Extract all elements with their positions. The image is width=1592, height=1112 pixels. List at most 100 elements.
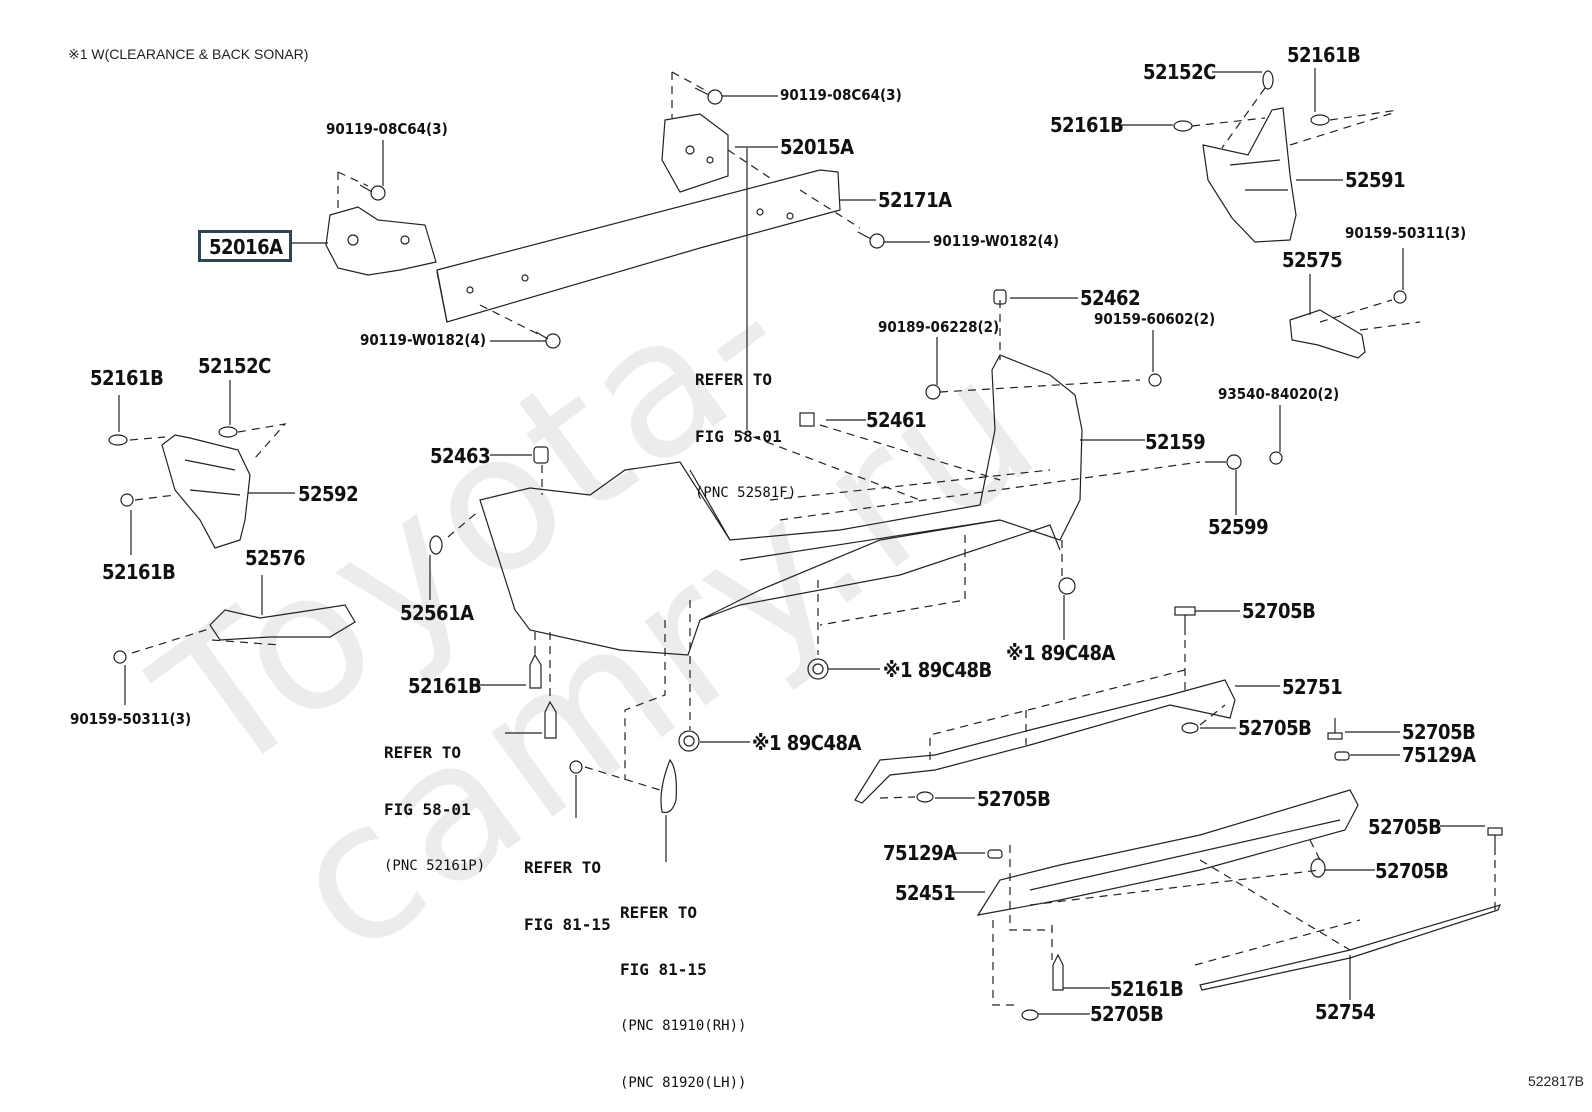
part-label-52705B[interactable]: 52705B: [1242, 599, 1316, 623]
part-label-52575[interactable]: 52575: [1282, 248, 1343, 272]
screw-icon: [1148, 373, 1162, 387]
sensor-icon: [678, 730, 700, 752]
part-label-52161B[interactable]: 52161B: [102, 560, 176, 584]
part-label-89C48A[interactable]: ※1 89C48A: [1006, 641, 1115, 665]
assembly-guide-lines: [1319, 299, 1421, 331]
part-label-52461[interactable]: 52461: [866, 408, 927, 432]
part-label-52591[interactable]: 52591: [1345, 168, 1406, 192]
leader-lines: [287, 95, 930, 342]
reference-fig-58-01-52161P[interactable]: REFER TO FIG 58-01 (PNC 52161P): [384, 705, 485, 895]
bolt-icon: [857, 231, 885, 249]
bumper-cover-52159[interactable]: [479, 354, 1083, 656]
upper-garnish-52451[interactable]: [976, 789, 1359, 916]
reference-pnc: (PNC 81920(LH)): [620, 1075, 747, 1091]
part-label-93540-84020[interactable]: 93540-84020(2): [1218, 385, 1340, 403]
bracket-52575[interactable]: [1289, 309, 1366, 359]
clip-icon: [544, 700, 557, 739]
part-label-52561A[interactable]: 52561A: [400, 601, 474, 625]
leader-lines: [950, 825, 1485, 1015]
clip-icon: [1173, 120, 1193, 132]
part-label-52161B[interactable]: 52161B: [1110, 977, 1184, 1001]
fastener-icon: [1205, 454, 1242, 470]
part-label-52159[interactable]: 52159: [1145, 430, 1206, 454]
screw-icon: [1269, 451, 1283, 465]
assembly-guide-lines: [1191, 87, 1399, 149]
part-label-90159-50311[interactable]: 90159-50311(3): [70, 710, 192, 728]
part-label-52152C[interactable]: 52152C: [1143, 60, 1216, 84]
reference-line: REFER TO: [620, 903, 698, 922]
leader-lines: [1120, 68, 1343, 181]
part-label-52161B[interactable]: 52161B: [1050, 113, 1124, 137]
clip-icon: [1052, 953, 1064, 991]
leader-lines: [935, 610, 1400, 799]
part-label-90119-08C64[interactable]: 90119-08C64(3): [326, 120, 448, 138]
bracket-52016A[interactable]: [325, 206, 437, 276]
part-label-90159-50311[interactable]: 90159-50311(3): [1345, 224, 1467, 242]
bolt-icon: [1393, 290, 1407, 304]
reference-pnc: (PNC 81910(RH)): [620, 1018, 747, 1034]
reference-fig-58-01-52581F[interactable]: REFER TO FIG 58-01 (PNC 52581F): [695, 332, 796, 522]
part-label-52463[interactable]: 52463: [430, 444, 491, 468]
clip-icon: [1327, 718, 1343, 740]
cap-icon: [533, 446, 549, 464]
part-label-52152C[interactable]: 52152C: [198, 354, 271, 378]
part-label-52592[interactable]: 52592: [298, 482, 359, 506]
bracket-52576[interactable]: [209, 604, 356, 641]
part-label-52462[interactable]: 52462: [1080, 286, 1141, 310]
lower-garnish-52751[interactable]: [854, 679, 1236, 804]
part-label-75129A[interactable]: 75129A: [1402, 743, 1476, 767]
reference-line: FIG 81-15: [524, 915, 611, 934]
bolt-icon: [359, 184, 386, 201]
part-label-52599[interactable]: 52599: [1208, 515, 1269, 539]
reference-line: FIG 81-15: [620, 960, 707, 979]
reference-line: FIG 58-01: [384, 800, 471, 819]
bumper-reinforcement-52171A[interactable]: [436, 169, 841, 323]
part-label-52576[interactable]: 52576: [245, 546, 306, 570]
reference-fig-81-15-reflector[interactable]: REFER TO FIG 81-15 (PNC 81910(RH)) (PNC …: [620, 865, 746, 1112]
part-label-75129A[interactable]: 75129A: [883, 841, 957, 865]
part-label-90119-W0182[interactable]: 90119-W0182(4): [360, 331, 487, 349]
part-label-52754[interactable]: 52754: [1315, 1000, 1376, 1024]
part-label-52705B[interactable]: 52705B: [1090, 1002, 1164, 1026]
part-label-90159-60602[interactable]: 90159-60602(2): [1094, 310, 1216, 328]
bolt-icon: [113, 650, 127, 664]
part-label-90189-06228[interactable]: 90189-06228(2): [878, 318, 1000, 336]
part-label-52705B[interactable]: 52705B: [1368, 815, 1442, 839]
part-label-52705B[interactable]: 52705B: [1238, 716, 1312, 740]
part-label-52751[interactable]: 52751: [1282, 675, 1343, 699]
part-label-90119-W0182[interactable]: 90119-W0182(4): [933, 232, 1060, 250]
lower-trim-strip: [699, 524, 1061, 621]
reference-line: REFER TO: [695, 370, 773, 389]
part-label-52161B[interactable]: 52161B: [90, 366, 164, 390]
part-label-52705B[interactable]: 52705B: [1402, 720, 1476, 744]
part-label-52705B[interactable]: 52705B: [1375, 859, 1449, 883]
assembly-guide-lines: [992, 839, 1496, 1006]
part-label-52705B[interactable]: 52705B: [977, 787, 1051, 811]
clip-icon: [925, 384, 941, 400]
leader-lines: [118, 380, 295, 555]
part-label-89C48B[interactable]: ※1 89C48B: [883, 658, 992, 682]
part-label-52161B[interactable]: 52161B: [1287, 43, 1361, 67]
clip-icon: [1181, 722, 1199, 734]
pad-icon: [799, 412, 815, 427]
reference-pnc: (PNC 52581F): [695, 485, 797, 501]
garnish-52591[interactable]: [1202, 107, 1297, 243]
bracket-52015A[interactable]: [661, 113, 729, 193]
part-label-52451[interactable]: 52451: [895, 881, 956, 905]
clip-icon: [108, 434, 128, 446]
leader-lines: [1309, 248, 1404, 315]
part-label-90119-08C64[interactable]: 90119-08C64(3): [780, 86, 902, 104]
part-label-52015A[interactable]: 52015A: [780, 135, 854, 159]
part-label-52161B[interactable]: 52161B: [408, 674, 482, 698]
reference-fig-81-15-screw[interactable]: REFER TO FIG 81-15: [524, 820, 611, 953]
garnish-52592[interactable]: [161, 434, 251, 549]
sensor-retainer-icon: [1058, 577, 1076, 595]
bolt-icon: [535, 331, 561, 349]
clip-icon: [218, 426, 238, 438]
part-label-89C48A[interactable]: ※1 89C48A: [752, 731, 861, 755]
part-label-52171A[interactable]: 52171A: [878, 188, 952, 212]
clip-icon: [529, 653, 542, 689]
part-label-52016A-selected[interactable]: 52016A: [198, 230, 292, 262]
leader-lines: [124, 575, 263, 705]
